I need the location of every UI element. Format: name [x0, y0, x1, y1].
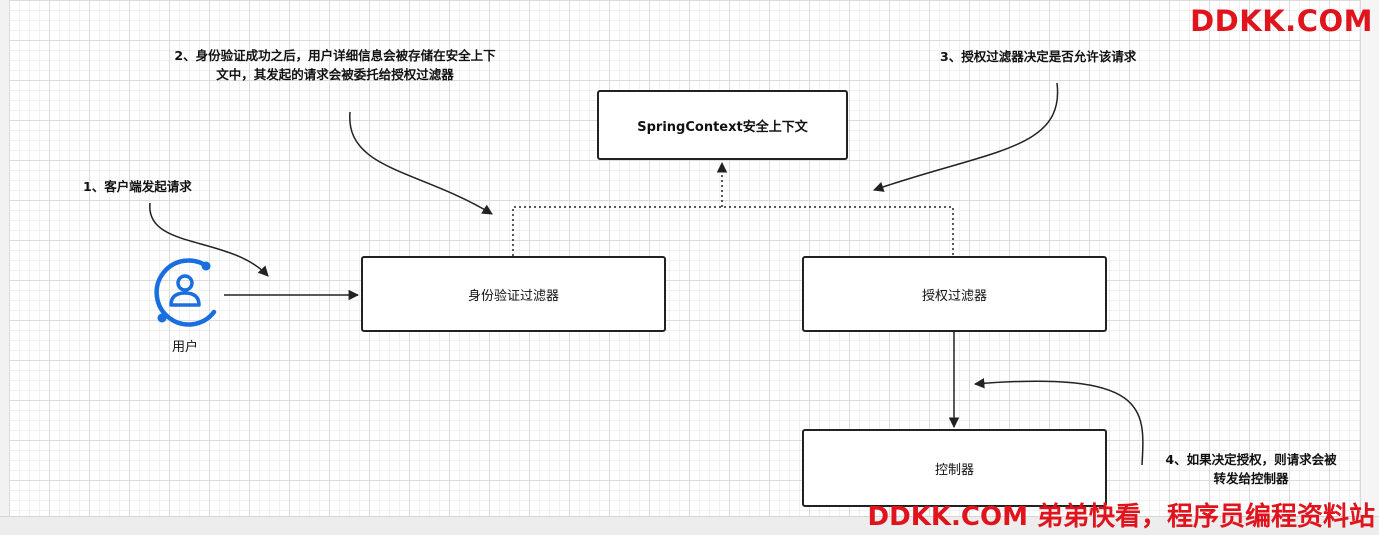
- user-label: 用户: [172, 340, 199, 355]
- step2-line1: 2、身份验证成功之后，用户详细信息会被存储在安全上下: [174, 48, 496, 63]
- security-context-label: SpringContext安全上下文: [637, 119, 808, 135]
- auth-filter-box[interactable]: 身份验证过滤器: [361, 256, 666, 332]
- step1-curve-arrow: [149, 202, 269, 277]
- security-context-box[interactable]: SpringContext安全上下文: [597, 90, 848, 160]
- authz-filter-label: 授权过滤器: [921, 288, 987, 304]
- watermark-bottom: DDKK.COM 弟弟快看，程序员编程资料站: [867, 502, 1375, 532]
- step4-note: 4、如果决定授权，则请求会被 转发给控制器: [1145, 450, 1357, 488]
- vertical-scrollbar[interactable]: [1360, 0, 1379, 534]
- step2-note: 2、身份验证成功之后，用户详细信息会被存储在安全上下 文中，其发起的请求会被委托…: [135, 46, 535, 84]
- step4-curve-arrow: [973, 378, 1144, 466]
- step1-note: 1、客户端发起请求: [83, 179, 192, 194]
- filters-to-context-dotted: [512, 206, 954, 256]
- auth-filter-label: 身份验证过滤器: [467, 288, 559, 304]
- step2-curve-arrow: [349, 111, 493, 215]
- controller-box[interactable]: 控制器: [802, 429, 1107, 507]
- user-circle-icon: [154, 258, 217, 327]
- horizontal-scrollbar[interactable]: [0, 516, 1379, 535]
- controller-label: 控制器: [934, 462, 974, 478]
- diagram-canvas: [9, 0, 1361, 516]
- step3-curve-arrow: [873, 82, 1059, 192]
- step3-note: 3、授权过滤器决定是否允许该请求: [940, 49, 1137, 64]
- step2-line2: 文中，其发起的请求会被委托给授权过滤器: [216, 67, 454, 82]
- step4-line1: 4、如果决定授权，则请求会被: [1165, 452, 1337, 467]
- authz-filter-box[interactable]: 授权过滤器: [802, 256, 1107, 332]
- step4-line2: 转发给控制器: [1213, 471, 1289, 486]
- watermark-top: DDKK.COM: [1190, 4, 1373, 38]
